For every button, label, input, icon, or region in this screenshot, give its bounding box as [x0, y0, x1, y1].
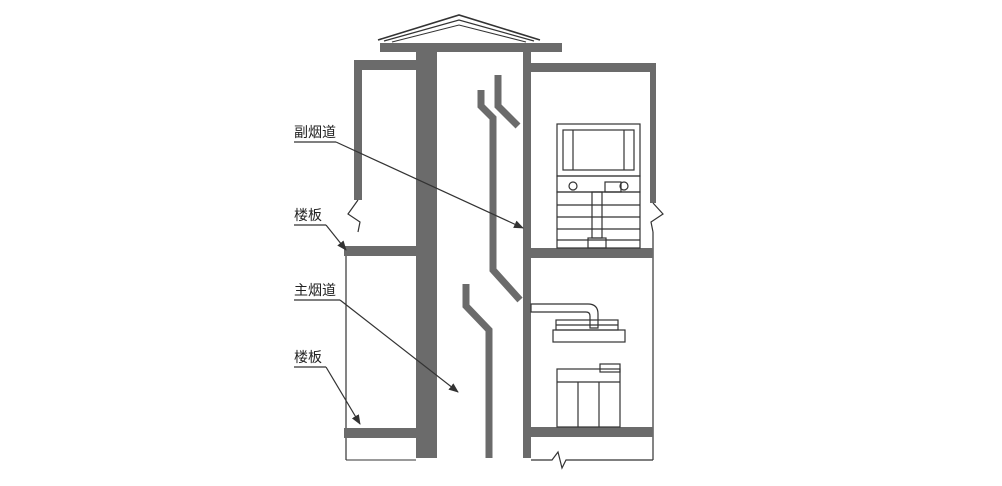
left-building [344, 60, 416, 461]
secondary-flue-label: 副烟道 [294, 125, 336, 141]
floor-slab-lower-label: 楼板 [294, 350, 322, 366]
label-main-flue: 主烟道 [294, 283, 459, 393]
secondary-flue-ducts [462, 75, 523, 458]
roof-cap [377, 14, 562, 52]
label-floor-slab-upper: 楼板 [294, 208, 347, 251]
range-hood-appliance [556, 123, 641, 249]
right-building [526, 63, 664, 470]
floor-slab-upper-label: 楼板 [294, 208, 322, 224]
cabinet-appliance [556, 363, 621, 428]
main-flue-walls [416, 50, 531, 458]
stove-exhaust-appliance [530, 303, 626, 343]
label-floor-slab-lower: 楼板 [294, 350, 361, 425]
label-secondary-flue: 副烟道 [294, 125, 524, 229]
main-flue-label: 主烟道 [294, 283, 336, 299]
